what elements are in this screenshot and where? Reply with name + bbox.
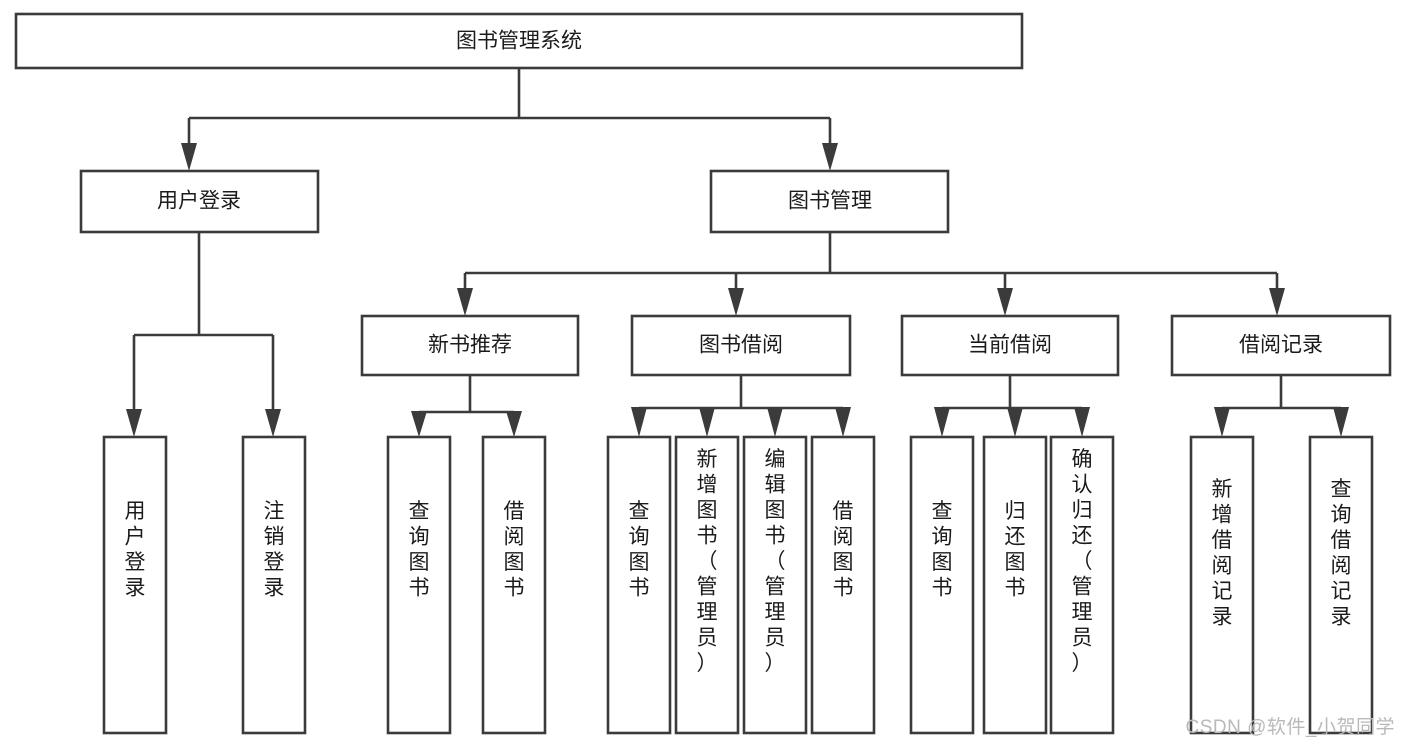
leaf-logout-box[interactable]	[241, 435, 307, 735]
arrow-to-leaf-query-record	[1333, 407, 1349, 437]
node-new-book-rec[interactable]: 新书推荐	[360, 314, 580, 377]
node-borrow-record-label: 借阅记录	[1239, 334, 1323, 357]
arrow-to-leaf-query-book-2	[631, 407, 647, 437]
node-new-book-rec-label: 新书推荐	[428, 334, 512, 357]
node-borrow-record-box[interactable]	[1170, 314, 1392, 377]
connector-layer	[126, 68, 1349, 437]
arrow-to-user-login	[181, 143, 197, 171]
arrow-to-current-borrow	[997, 288, 1013, 316]
leaf-query-book-1-label: 查询图书	[409, 500, 430, 600]
leaf-node-query-book-2[interactable]: 查询图书	[606, 435, 672, 735]
node-book-borrow-label: 图书借阅	[699, 334, 783, 357]
node-current-borrow-box[interactable]	[900, 314, 1120, 377]
arrow-to-new-book-rec	[457, 288, 473, 316]
leaf-query-book-2-label: 查询图书	[629, 500, 650, 600]
leaf-query-record-box[interactable]	[1308, 435, 1374, 735]
arrow-to-leaf-borrow-book-1	[506, 411, 522, 437]
arrow-to-leaf-add-record	[1214, 407, 1230, 437]
leaf-add-book-label: 新增图书（管理员）	[697, 448, 718, 675]
leaf-node-query-book-1[interactable]: 查询图书	[386, 435, 452, 735]
node-user-login-box[interactable]	[79, 169, 320, 234]
arrow-to-leaf-query-book-1	[411, 411, 427, 437]
node-root-box[interactable]	[14, 12, 1024, 70]
arrow-to-leaf-add-book	[699, 407, 715, 437]
node-current-borrow[interactable]: 当前借阅	[900, 314, 1120, 377]
leaf-edit-book-box[interactable]	[742, 435, 808, 735]
leaf-user-login-box[interactable]	[102, 435, 168, 735]
csdn-watermark: CSDN @软件_小贺同学	[1185, 717, 1395, 738]
arrow-to-leaf-query-book-3	[934, 407, 950, 437]
leaf-borrow-book-1-box[interactable]	[481, 435, 547, 735]
leaf-edit-book-label: 编辑图书（管理员）	[765, 448, 786, 675]
node-book-manage-box[interactable]	[709, 169, 950, 234]
node-user-login-label: 用户登录	[157, 190, 241, 213]
leaf-borrow-book-2-box[interactable]	[810, 435, 876, 735]
node-root[interactable]: 图书管理系统	[14, 12, 1024, 70]
node-book-borrow-box[interactable]	[630, 314, 852, 377]
node-current-borrow-label: 当前借阅	[968, 334, 1052, 357]
arrow-to-book-borrow	[728, 288, 744, 316]
leaf-query-record-label: 查询借阅记录	[1331, 478, 1352, 629]
leaf-user-login-label: 用户登录	[125, 500, 146, 600]
arrow-to-book-manage	[822, 143, 838, 171]
leaf-confirm-return-box[interactable]	[1049, 435, 1115, 735]
leaf-query-book-2-box[interactable]	[606, 435, 672, 735]
node-borrow-record[interactable]: 借阅记录	[1170, 314, 1392, 377]
leaf-add-record-label: 新增借阅记录	[1212, 478, 1233, 629]
leaf-query-book-3-label: 查询图书	[932, 500, 953, 600]
arrow-to-leaf-user-login	[126, 409, 142, 437]
leaf-node-add-book[interactable]: 新增图书（管理员）	[674, 435, 740, 735]
leaf-query-book-3-box[interactable]	[909, 435, 975, 735]
leaf-add-record-box[interactable]	[1189, 435, 1255, 735]
leaf-confirm-return-label: 确认归还（管理员）	[1072, 448, 1093, 675]
node-book-manage-label: 图书管理	[788, 190, 872, 213]
arrow-to-leaf-borrow-book-2	[835, 407, 851, 437]
leaf-node-edit-book[interactable]: 编辑图书（管理员）	[742, 435, 808, 735]
arrow-to-leaf-return-book	[1007, 407, 1023, 437]
arrow-to-borrow-record	[1269, 288, 1285, 316]
node-new-book-rec-box[interactable]	[360, 314, 580, 377]
leaf-node-query-record[interactable]: 查询借阅记录	[1308, 435, 1374, 735]
leaf-node-return-book[interactable]: 归还图书	[982, 435, 1048, 735]
arrow-to-leaf-edit-book	[767, 407, 783, 437]
node-user-login[interactable]: 用户登录	[79, 169, 320, 234]
leaf-return-book-label: 归还图书	[1005, 500, 1026, 600]
arrow-to-leaf-confirm-return	[1074, 407, 1090, 437]
node-book-manage[interactable]: 图书管理	[709, 169, 950, 234]
leaf-node-confirm-return[interactable]: 确认归还（管理员）	[1049, 435, 1115, 735]
node-book-borrow[interactable]: 图书借阅	[630, 314, 852, 377]
leaf-node-query-book-3[interactable]: 查询图书	[909, 435, 975, 735]
leaf-borrow-book-1-label: 借阅图书	[504, 500, 525, 600]
leaf-borrow-book-2-label: 借阅图书	[833, 500, 854, 600]
node-root-label: 图书管理系统	[456, 30, 582, 53]
leaf-node-borrow-book-2[interactable]: 借阅图书	[810, 435, 876, 735]
leaf-node-add-record[interactable]: 新增借阅记录	[1189, 435, 1255, 735]
leaf-query-book-1-box[interactable]	[386, 435, 452, 735]
leaf-node-user-login[interactable]: 用户登录	[102, 435, 168, 735]
leaf-return-book-box[interactable]	[982, 435, 1048, 735]
leaf-logout-label: 注销登录	[264, 500, 285, 600]
leaf-node-borrow-book-1[interactable]: 借阅图书	[481, 435, 547, 735]
leaf-node-logout[interactable]: 注销登录	[241, 435, 307, 735]
leaf-add-book-box[interactable]	[674, 435, 740, 735]
arrow-to-leaf-logout	[265, 409, 281, 437]
